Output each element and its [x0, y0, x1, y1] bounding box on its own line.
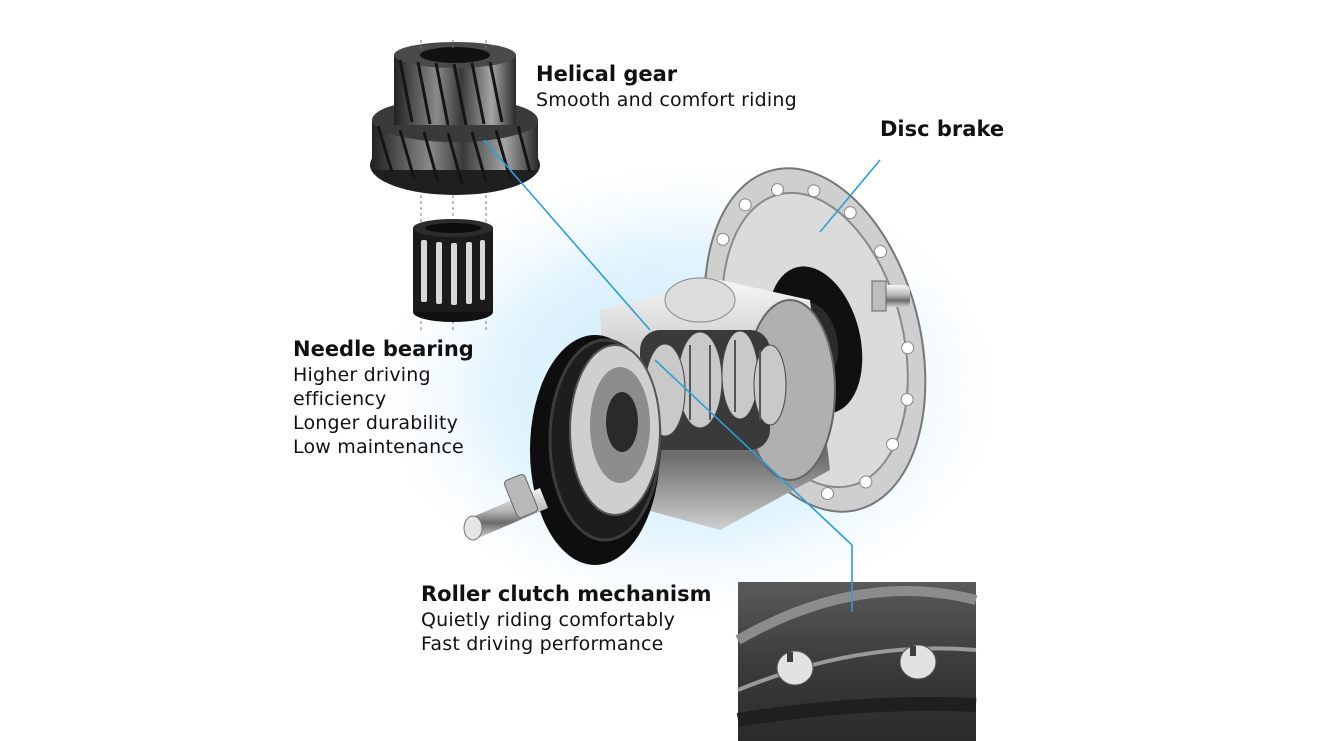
roller-clutch-title: Roller clutch mechanism [421, 582, 712, 606]
helical-gear-desc-1: Smooth and comfort riding [536, 89, 797, 111]
internal-gear-hub [463, 167, 927, 565]
disc-brake-title: Disc brake [880, 117, 1005, 141]
needle-bearing-icon [413, 219, 493, 322]
planetary-gears [640, 330, 787, 450]
needle-bearing-desc-4: Low maintenance [293, 436, 464, 458]
roller-clutch-desc-1: Quietly riding comfortably [421, 609, 676, 631]
leader-line-disc [819, 159, 881, 233]
needle-bearing-desc-3: Longer durability [293, 412, 459, 434]
helical-gear-icon [370, 42, 540, 195]
leader-line-helical [483, 139, 651, 331]
roller-clutch-inset [735, 582, 978, 741]
needle-bearing-desc-2: efficiency [293, 388, 387, 410]
disc-brake-callout: Disc brake [880, 115, 1004, 143]
roller-clutch-desc-2: Fast driving performance [421, 633, 664, 655]
needle-bearing-callout: Needle bearing Higher driving efficiency… [293, 335, 474, 459]
left-sprocket [530, 335, 662, 565]
helical-gear-callout: Helical gear Smooth and comfort riding [536, 60, 797, 112]
needle-bearing-title: Needle bearing [293, 337, 474, 361]
left-axle [463, 474, 548, 541]
helical-gear-title: Helical gear [536, 62, 678, 86]
leader-line-roller [654, 359, 853, 612]
needle-bearing-desc-1: Higher driving [293, 364, 431, 386]
roller-clutch-callout: Roller clutch mechanism Quietly riding c… [421, 580, 711, 656]
leader-lines [483, 139, 881, 612]
right-axle-nut [871, 280, 910, 312]
